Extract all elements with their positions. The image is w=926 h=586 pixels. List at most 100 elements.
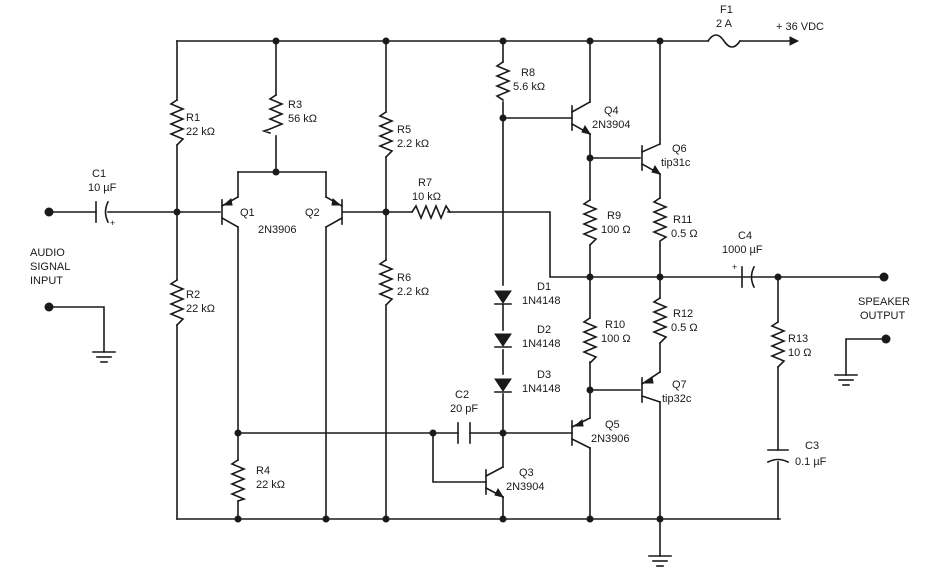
svg-text:R4: R4	[256, 465, 270, 477]
svg-text:0.5 Ω: 0.5 Ω	[671, 322, 698, 334]
svg-text:Q4: Q4	[604, 105, 619, 117]
svg-text:SPEAKER: SPEAKER	[858, 296, 910, 308]
svg-text:OUTPUT: OUTPUT	[860, 310, 906, 322]
svg-text:22 kΩ: 22 kΩ	[256, 479, 285, 491]
svg-text:1000 µF: 1000 µF	[722, 244, 763, 256]
svg-text:R6: R6	[397, 272, 411, 284]
svg-text:R1: R1	[186, 112, 200, 124]
resistor-r8: R8 5.6 kΩ	[494, 60, 545, 102]
svg-text:2N3904: 2N3904	[592, 119, 631, 131]
resistor-r2: R2 22 kΩ	[168, 278, 215, 327]
speaker-output-label: SPEAKER OUTPUT	[858, 296, 910, 322]
resistor-r4: R4 22 kΩ	[229, 458, 285, 503]
transistor-q2: Q2	[305, 195, 344, 229]
ground-icon	[834, 374, 858, 386]
svg-text:C1: C1	[92, 168, 106, 180]
svg-text:Q2: Q2	[305, 207, 320, 219]
svg-text:100 Ω: 100 Ω	[601, 333, 631, 345]
resistor-r3: R3 56 kΩ	[261, 93, 317, 135]
svg-text:AUDIO: AUDIO	[30, 247, 65, 259]
svg-text:R3: R3	[288, 99, 302, 111]
svg-text:R7: R7	[418, 177, 432, 189]
svg-text:+ 36 VDC: + 36 VDC	[776, 21, 824, 33]
capacitor-c2: C2 20 pF	[450, 389, 478, 444]
svg-text:R11: R11	[673, 214, 692, 226]
svg-text:R5: R5	[397, 124, 411, 136]
svg-text:tip32c: tip32c	[662, 393, 692, 405]
svg-text:2N3906: 2N3906	[591, 433, 630, 445]
svg-text:2N3904: 2N3904	[506, 481, 545, 493]
resistor-r1: R1 22 kΩ	[168, 98, 215, 147]
diode-d1: D1 1N4148	[494, 281, 561, 307]
svg-text:D3: D3	[537, 369, 551, 381]
svg-text:tip31c: tip31c	[661, 157, 691, 169]
svg-text:+: +	[732, 262, 737, 272]
svg-text:10 kΩ: 10 kΩ	[412, 191, 441, 203]
svg-text:100 Ω: 100 Ω	[601, 224, 631, 236]
svg-text:0.5 Ω: 0.5 Ω	[671, 228, 698, 240]
transistor-q7: Q7 tip32c	[640, 370, 692, 405]
resistor-r13: R13 10 Ω	[769, 320, 812, 369]
svg-text:22 kΩ: 22 kΩ	[186, 303, 215, 315]
svg-text:20 pF: 20 pF	[450, 403, 478, 415]
capacitor-c4: C4 1000 µF +	[722, 230, 763, 289]
svg-text:1N4148: 1N4148	[522, 338, 561, 350]
svg-text:C2: C2	[455, 389, 469, 401]
resistor-r5: R5 2.2 kΩ	[377, 110, 429, 159]
audio-input-label: AUDIO SIGNAL INPUT	[30, 247, 70, 287]
svg-text:Q7: Q7	[672, 379, 687, 391]
transistor-q1: Q1	[220, 195, 255, 229]
svg-text:R12: R12	[673, 308, 693, 320]
svg-text:1N4148: 1N4148	[522, 383, 561, 395]
svg-text:C3: C3	[805, 440, 819, 452]
transistor-q3: Q3 2N3904	[484, 465, 545, 499]
svg-text:Q3: Q3	[519, 467, 534, 479]
ground-icon	[648, 555, 672, 567]
svg-text:R2: R2	[186, 289, 200, 301]
svg-text:+: +	[110, 218, 115, 228]
capacitor-c3: C3 0.1 µF	[766, 440, 827, 468]
resistor-r10: R10 100 Ω	[581, 316, 631, 365]
junctions	[44, 37, 891, 523]
svg-text:Q1: Q1	[240, 207, 255, 219]
resistor-r9: R9 100 Ω	[581, 198, 631, 247]
svg-text:Q6: Q6	[672, 143, 687, 155]
svg-text:C4: C4	[738, 230, 752, 242]
svg-text:R8: R8	[521, 67, 535, 79]
svg-text:22 kΩ: 22 kΩ	[186, 126, 215, 138]
svg-text:2.2 kΩ: 2.2 kΩ	[397, 286, 429, 298]
svg-text:10 Ω: 10 Ω	[788, 347, 812, 359]
svg-text:INPUT: INPUT	[30, 275, 63, 287]
transistor-q4: Q4 2N3904	[570, 100, 631, 136]
fuse-f1: F1 2 A	[706, 4, 742, 48]
svg-text:2 A: 2 A	[716, 18, 733, 30]
svg-text:5.6 kΩ: 5.6 kΩ	[513, 81, 545, 93]
ground-icon	[92, 351, 116, 363]
svg-text:R9: R9	[607, 210, 621, 222]
diode-d2: D2 1N4148	[494, 324, 561, 350]
svg-text:10 µF: 10 µF	[88, 182, 117, 194]
svg-text:2.2 kΩ: 2.2 kΩ	[397, 138, 429, 150]
transistor-q5: Q5 2N3906	[570, 416, 630, 450]
transistor-q6: Q6 tip31c	[640, 142, 691, 176]
svg-text:F1: F1	[720, 4, 733, 16]
svg-text:R10: R10	[605, 319, 625, 331]
capacitor-c1: C1 10 µF +	[88, 168, 117, 228]
supply-terminal: + 36 VDC	[776, 21, 824, 46]
resistor-r6: R6 2.2 kΩ	[377, 258, 429, 307]
svg-text:56 kΩ: 56 kΩ	[288, 113, 317, 125]
svg-text:SIGNAL: SIGNAL	[30, 261, 70, 273]
diode-d3: D3 1N4148	[494, 369, 561, 395]
q1-q2-part-label: 2N3906	[258, 224, 297, 236]
resistor-r11: R11 0.5 Ω	[651, 196, 698, 246]
svg-text:1N4148: 1N4148	[522, 295, 561, 307]
svg-text:D1: D1	[537, 281, 551, 293]
resistor-r7: R7 10 kΩ	[410, 177, 452, 221]
resistor-r12: R12 0.5 Ω	[651, 296, 698, 345]
svg-text:D2: D2	[537, 324, 551, 336]
svg-text:Q5: Q5	[605, 419, 620, 431]
svg-text:R13: R13	[788, 333, 808, 345]
wires	[48, 40, 887, 557]
svg-text:0.1 µF: 0.1 µF	[795, 456, 827, 468]
